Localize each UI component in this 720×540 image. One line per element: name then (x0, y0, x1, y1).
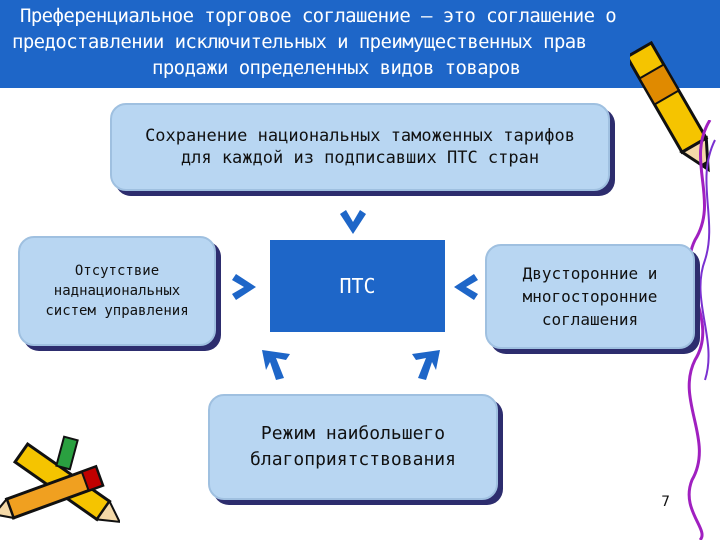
right-box: Двусторонние и многосторонние соглашения (485, 244, 695, 349)
arrow-left-icon (454, 274, 478, 300)
title-line-3: продажи определенных видов товаров (152, 57, 521, 79)
left-box: Отсутствие наднациональных систем управл… (18, 236, 216, 346)
arrow-up-right-icon (262, 350, 290, 380)
right-box-label: Двусторонние и многосторонние соглашения (522, 264, 658, 329)
title-line-2: предоставлении исключительных и преимуще… (12, 31, 587, 53)
arrow-up-left-icon (412, 350, 440, 380)
top-box-label: Сохранение национальных таможенных тариф… (145, 126, 575, 168)
top-box: Сохранение национальных таможенных тариф… (110, 103, 610, 191)
title-banner: Преференциальное торговое соглашение – э… (0, 0, 720, 88)
page-number: 7 (661, 494, 670, 510)
bottom-box: Режим наибольшего благоприятствования (208, 394, 498, 500)
swirl-decoration-icon (687, 120, 716, 540)
bottom-box-label: Режим наибольшего благоприятствования (250, 423, 456, 470)
arrow-down-icon (340, 210, 366, 234)
pencil-icon (630, 40, 710, 173)
left-box-label: Отсутствие наднациональных систем управл… (45, 263, 189, 319)
arrow-right-icon (232, 274, 256, 300)
title-line-1: Преференциальное торговое соглашение – э… (20, 5, 617, 27)
center-box-label: ПТС (339, 274, 376, 298)
center-box: ПТС (270, 240, 445, 332)
pencils-icon (0, 435, 120, 524)
